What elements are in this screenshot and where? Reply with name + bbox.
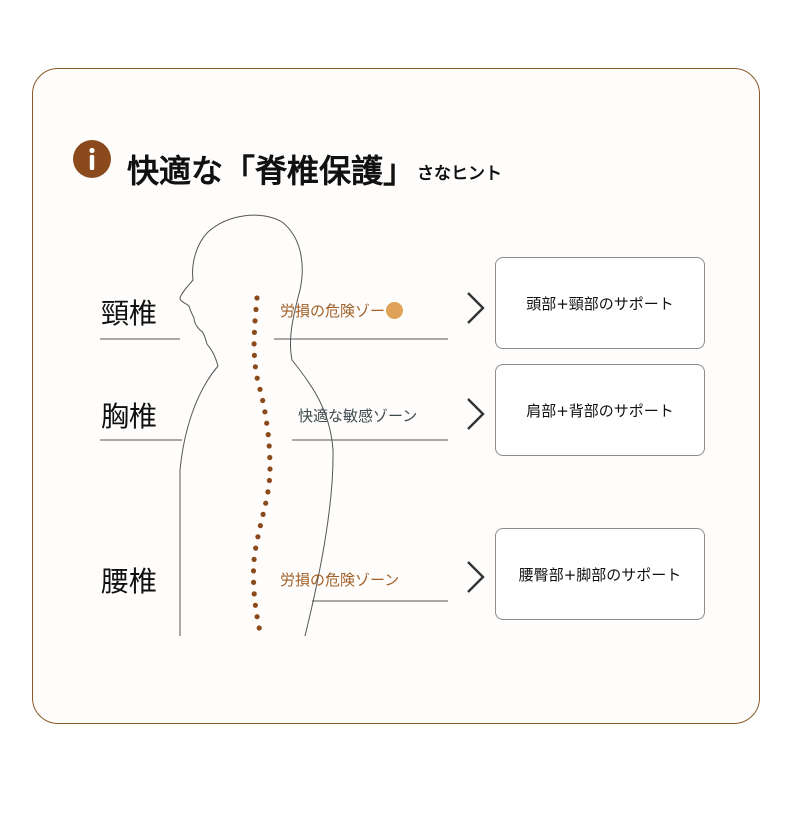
spine-dot bbox=[255, 534, 260, 539]
spine-dot bbox=[258, 523, 263, 528]
zone-label-cervical: 労損の危険ゾー bbox=[280, 301, 403, 321]
spine-dot bbox=[254, 295, 259, 300]
spine-dot bbox=[267, 455, 272, 460]
region-label-thoracic: 胸椎 bbox=[101, 401, 157, 433]
spine-dot bbox=[252, 591, 257, 596]
spine-dot bbox=[252, 353, 257, 358]
spine-dot bbox=[252, 341, 257, 346]
support-box-head-neck: 頭部+頸部のサポート bbox=[495, 257, 705, 349]
spine-dot bbox=[253, 307, 258, 312]
spine-dot bbox=[255, 376, 260, 381]
spine-dot bbox=[265, 489, 270, 494]
spine-dot bbox=[267, 466, 272, 471]
spine-dot bbox=[253, 546, 258, 551]
spine-dot bbox=[257, 625, 262, 630]
spine-dot bbox=[264, 421, 269, 426]
spine-dot bbox=[255, 614, 260, 619]
spine-dot bbox=[262, 409, 267, 414]
region-label-lumbar: 腰椎 bbox=[101, 566, 157, 598]
spine-dot bbox=[260, 398, 265, 403]
spine-dots bbox=[251, 295, 273, 632]
zone-label-lumbar: 労損の危険ゾーン bbox=[280, 570, 399, 590]
spine-dot bbox=[253, 603, 258, 608]
spine-dot bbox=[267, 478, 272, 483]
emoji-face-icon bbox=[386, 302, 403, 319]
chevron-right-icon bbox=[464, 396, 488, 432]
spine-dot bbox=[266, 432, 271, 437]
spine-dot bbox=[253, 364, 258, 369]
spine-dot bbox=[252, 318, 257, 323]
spine-dot bbox=[261, 512, 266, 517]
chevron-right-icon bbox=[464, 559, 488, 595]
spine-dot bbox=[263, 501, 268, 506]
chevron-right-icon bbox=[464, 290, 488, 326]
spine-dot bbox=[252, 330, 257, 335]
support-box-waist-legs: 腰臀部+脚部のサポート bbox=[495, 528, 705, 620]
spine-dot bbox=[257, 387, 262, 392]
spine-dot bbox=[251, 568, 256, 573]
spine-dot bbox=[252, 557, 257, 562]
region-label-cervical: 頸椎 bbox=[101, 298, 157, 330]
support-box-shoulder-back: 肩部+背部のサポート bbox=[495, 364, 705, 456]
spine-dot bbox=[251, 580, 256, 585]
spine-dot bbox=[267, 443, 272, 448]
zone-text: 労損の危険ゾー bbox=[280, 302, 385, 320]
zone-label-thoracic: 快適な敏感ゾーン bbox=[298, 406, 417, 426]
